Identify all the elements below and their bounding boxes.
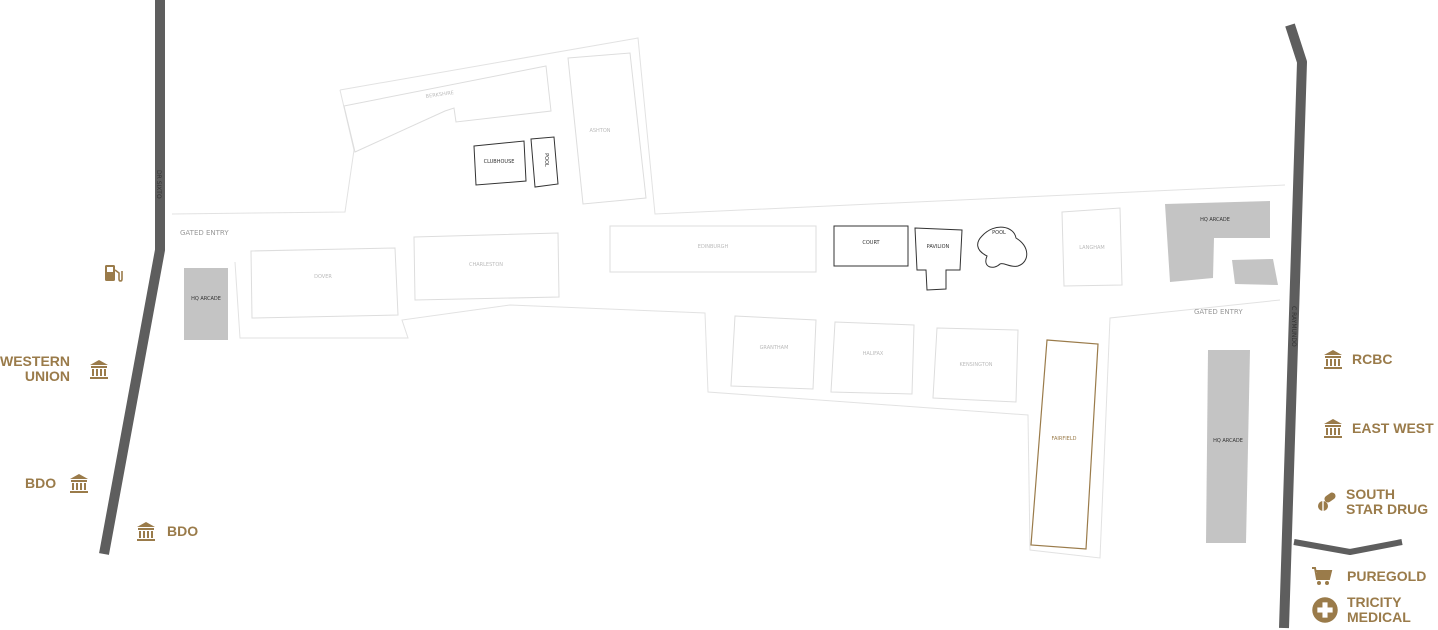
charleston-label: CHARLESTON [469, 262, 503, 268]
east-side-road [1293, 539, 1403, 555]
hq-arcade-top [1165, 201, 1270, 282]
bdo-1-label: BDO [25, 474, 57, 491]
fairfield-label: FAIRFIELD [1052, 436, 1077, 442]
berkshire-label: BERKSHIRE [425, 90, 454, 100]
bank-icon [1322, 417, 1344, 439]
hq-arcade-top-annex [1232, 259, 1278, 285]
roads [99, 0, 1403, 629]
west-road-label: DR SIXTO [155, 170, 162, 199]
bank-icon [1322, 348, 1344, 370]
east-gated-entry-label: GATED ENTRY [1194, 308, 1243, 316]
clubhouse-outline [473, 140, 527, 186]
fuel-station[interactable] [102, 262, 124, 284]
pavilion-outline [914, 227, 963, 291]
kensington-label: KENSINGTON [960, 362, 993, 368]
residential-buildings [250, 52, 1123, 403]
site-boundary [171, 37, 1286, 559]
charleston-outline [413, 232, 560, 301]
amenities [473, 136, 1028, 291]
halifax-label: HALIFAX [863, 351, 884, 357]
tricity-medical-landmark[interactable]: TRICITY MEDICAL [1311, 595, 1411, 625]
langham-outline [1061, 207, 1123, 287]
medical-cross-icon [1311, 596, 1339, 624]
east-road-label: C RAYMUNDO [1290, 306, 1297, 347]
langham-label: LANGHAM [1079, 245, 1104, 251]
grantham-outline [730, 315, 817, 390]
pool-2-outline [977, 226, 1028, 268]
east-road [1279, 23, 1307, 629]
court-outline [833, 225, 909, 267]
bdo-landmark-1[interactable]: BDO [25, 472, 90, 494]
bank-icon [68, 472, 90, 494]
fuel-pump-icon [102, 262, 124, 284]
west-gated-entry-label: GATED ENTRY [180, 229, 229, 237]
bdo-2-label: BDO [167, 522, 199, 539]
hq-arcade-top-label: HQ ARCADE [1200, 217, 1230, 223]
puregold-label: PUREGOLD [1347, 567, 1427, 584]
tricity-medical-label: TRICITY MEDICAL [1347, 594, 1411, 625]
bank-icon [88, 358, 110, 380]
hq-arcade-east-label: HQ ARCADE [1213, 438, 1243, 444]
clubhouse-label: CLUBHOUSE [484, 159, 515, 165]
rcbc-landmark[interactable]: RCBC [1322, 348, 1392, 370]
pavilion-label: PAVILION [927, 244, 950, 250]
edinburgh-label: EDINBURGH [698, 244, 729, 250]
rcbc-label: RCBC [1352, 350, 1393, 367]
western-union-landmark[interactable]: WESTERN UNION [0, 354, 110, 384]
pool-1-label: POOL [543, 153, 549, 167]
west-road [99, 0, 165, 555]
south-star-drug-label: SOUTH STAR DRUG [1346, 486, 1429, 517]
fairfield-outline[interactable] [1030, 339, 1099, 550]
cart-icon [1311, 565, 1333, 587]
east-west-landmark[interactable]: EAST WEST [1322, 417, 1434, 439]
ashton-label: ASHTON [589, 128, 610, 134]
pills-icon [1316, 491, 1338, 513]
hq-arcades [184, 201, 1278, 543]
halifax-outline [830, 321, 915, 395]
hq-arcade-west [184, 268, 228, 340]
puregold-landmark[interactable]: PUREGOLD [1311, 565, 1426, 587]
hq-arcade-west-label: HQ ARCADE [191, 296, 221, 302]
western-union-label: WESTERN UNION [0, 353, 70, 384]
bdo-landmark-2[interactable]: BDO [135, 520, 198, 542]
pool-1-outline [530, 136, 559, 188]
berkshire-outline [343, 65, 552, 153]
pool-2-label: POOL [992, 230, 1006, 236]
east-west-label: EAST WEST [1352, 419, 1434, 436]
court-label: COURT [862, 240, 880, 246]
ashton-outline [567, 52, 647, 205]
grantham-label: GRANTHAM [760, 345, 789, 351]
bank-icon [135, 520, 157, 542]
south-star-drug-landmark[interactable]: SOUTH STAR DRUG [1316, 487, 1428, 517]
dover-label: DOVER [314, 274, 332, 280]
hq-arcade-east [1206, 350, 1250, 543]
kensington-outline [932, 327, 1019, 403]
dover-outline [250, 247, 399, 319]
edinburgh-outline [609, 225, 817, 273]
